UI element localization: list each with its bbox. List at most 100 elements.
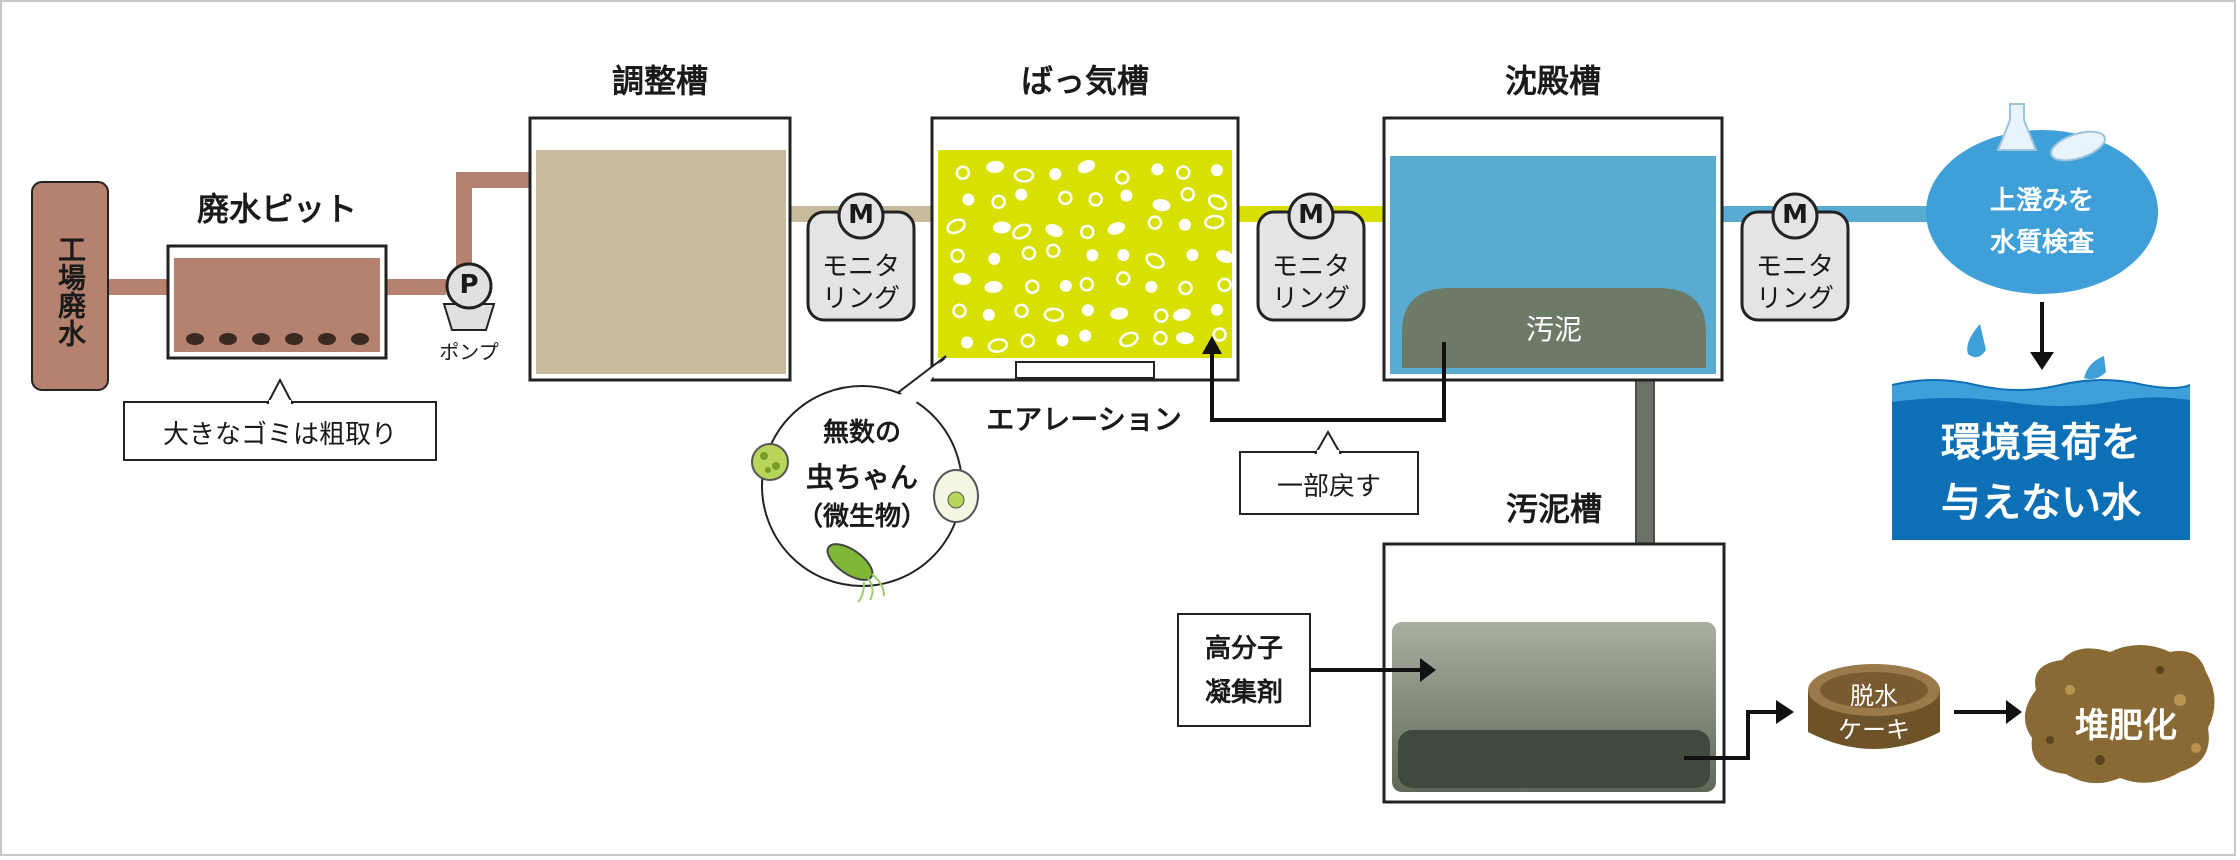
air-bubble bbox=[1114, 170, 1130, 185]
air-bubble bbox=[962, 193, 975, 206]
air-bubble bbox=[1210, 164, 1223, 177]
air-bubble bbox=[1058, 190, 1073, 206]
monitor-3-line2: リング bbox=[1755, 284, 1834, 314]
inspect-shape bbox=[1926, 103, 2158, 294]
air-bubble bbox=[1013, 168, 1035, 183]
petri-dish-icon bbox=[2050, 130, 2106, 162]
flocculant-box bbox=[1177, 613, 1311, 727]
return-label: 一部戻す bbox=[1276, 472, 1381, 502]
air-bubble bbox=[1178, 280, 1193, 296]
monitor-2-shape bbox=[1256, 192, 1366, 322]
air-bubble bbox=[1212, 327, 1227, 342]
aeration-tank bbox=[930, 116, 1240, 382]
air-bubble bbox=[961, 336, 974, 349]
compost-pile-shape bbox=[2024, 645, 2215, 784]
cake-shape bbox=[1808, 664, 1940, 749]
air-bubble bbox=[1186, 248, 1199, 261]
settled-sludge bbox=[1402, 288, 1706, 368]
air-bubble bbox=[1147, 215, 1163, 230]
air-bubble bbox=[988, 252, 1001, 265]
aeration-tank-title: ばっ気槽 bbox=[1020, 62, 1149, 100]
air-bubble bbox=[1077, 160, 1096, 174]
air-bubble bbox=[1175, 332, 1194, 345]
air-bubble bbox=[952, 303, 967, 319]
sludge-tank bbox=[1382, 542, 1726, 804]
air-bubble bbox=[1207, 194, 1228, 211]
air-bubble bbox=[1153, 308, 1169, 323]
microbe-icons bbox=[751, 443, 979, 603]
air-bubble bbox=[946, 218, 966, 235]
air-bubble bbox=[986, 160, 1005, 173]
air-bubble bbox=[1045, 223, 1063, 237]
air-bubble bbox=[1079, 224, 1095, 240]
air-bubble bbox=[1176, 165, 1191, 180]
air-bubble bbox=[1025, 279, 1040, 294]
flask-icon bbox=[1996, 103, 2038, 151]
air-bubble bbox=[1119, 331, 1139, 348]
air-bubble bbox=[1012, 223, 1032, 240]
air-bubble bbox=[1117, 249, 1130, 262]
sludge-label: 汚泥 bbox=[1525, 313, 1582, 346]
debris-dots bbox=[186, 333, 369, 345]
down-arrow bbox=[2030, 302, 2054, 370]
compost-speckles bbox=[2046, 666, 2201, 765]
diffuser bbox=[1015, 361, 1155, 379]
air-bubble bbox=[982, 308, 995, 321]
air-bubble bbox=[955, 165, 971, 180]
coccus-microbe-icon bbox=[751, 443, 789, 481]
air-bubble bbox=[1049, 168, 1062, 181]
air-bubble bbox=[1173, 308, 1191, 321]
air-bubble bbox=[1079, 329, 1092, 342]
result-line1: 環境負荷を bbox=[1941, 420, 2141, 466]
monitor-2-line1: モニタ bbox=[1271, 252, 1350, 282]
result-water-shape bbox=[1892, 379, 2190, 540]
air-bubble bbox=[1204, 214, 1225, 230]
settle-tank-title: 沈殿槽 bbox=[1504, 62, 1601, 100]
air-bubble bbox=[1015, 188, 1028, 201]
water-drop-left-icon bbox=[1967, 324, 1986, 358]
pipe-pit-to-pump bbox=[386, 279, 446, 295]
result-line2: 与えない水 bbox=[1941, 480, 2141, 526]
flocculant-line2: 凝集剤 bbox=[1204, 678, 1283, 708]
air-bubble bbox=[1020, 333, 1036, 349]
air-bubble bbox=[1120, 189, 1133, 202]
pump-label: ポンプ bbox=[439, 340, 499, 364]
cake-arrow bbox=[1684, 700, 1794, 760]
air-bubble bbox=[1151, 163, 1164, 176]
monitor-1-line2: リング bbox=[821, 284, 900, 314]
flocculant-line1: 高分子 bbox=[1204, 634, 1283, 664]
air-bubble bbox=[1145, 280, 1158, 293]
return-callout-shape bbox=[1239, 429, 1419, 515]
air-bubble bbox=[1088, 192, 1103, 207]
settle-tank bbox=[1382, 116, 1724, 382]
monitor-3-letter: M bbox=[1782, 200, 1808, 230]
pump-icon bbox=[442, 262, 496, 331]
air-bubble bbox=[1110, 307, 1129, 320]
air-bubble bbox=[1021, 245, 1037, 261]
air-bubble bbox=[1145, 252, 1165, 269]
pump-letter: P bbox=[459, 270, 479, 300]
water-drop-right-icon bbox=[2084, 356, 2106, 380]
monitor-3-shape bbox=[1740, 192, 1850, 322]
monitor-1-shape bbox=[806, 192, 916, 322]
microbe-line2: 虫ちゃん bbox=[805, 461, 918, 494]
aeration-caption: エアレーション bbox=[986, 403, 1182, 436]
air-bubble bbox=[1081, 304, 1094, 317]
inspect-line2: 水質検査 bbox=[1989, 228, 2094, 258]
pipe-pump-riser bbox=[456, 172, 472, 272]
air-bubble bbox=[1086, 249, 1099, 262]
cake-line1: 脱水 bbox=[1850, 682, 1898, 710]
pipe-pump-to-adjust bbox=[456, 172, 532, 188]
adjust-tank bbox=[528, 116, 792, 382]
air-bubble bbox=[1210, 303, 1223, 316]
air-bubble bbox=[1180, 187, 1196, 202]
adjust-tank-title: 調整槽 bbox=[611, 62, 708, 100]
monitor-2-letter: M bbox=[1298, 200, 1324, 230]
inspect-line1: 上澄みを bbox=[1989, 186, 2094, 216]
air-bubble bbox=[953, 272, 972, 285]
air-bubble bbox=[984, 280, 1003, 294]
air-bubble bbox=[1079, 277, 1095, 292]
air-bubble bbox=[987, 338, 1009, 353]
air-bubble bbox=[950, 248, 965, 263]
